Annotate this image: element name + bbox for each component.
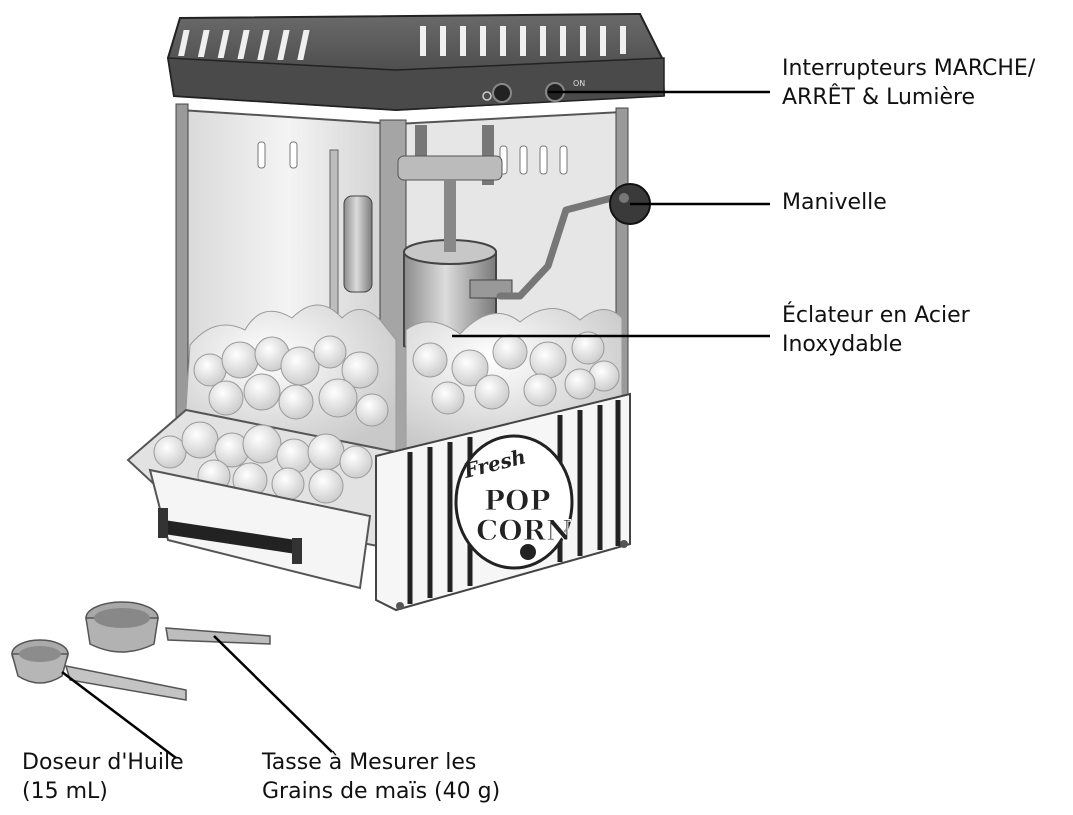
sign-corn-text: CORN	[476, 514, 572, 547]
machine-base: Fresh POP CORN	[375, 392, 631, 612]
machine-roof: ON	[166, 12, 666, 112]
kernel-cup-label-line1: Tasse à Mesurer les	[262, 750, 477, 775]
oil-scoop-label: Doseur d'Huile (15 mL)	[22, 748, 184, 806]
oil-scoop-label-line2: (15 mL)	[22, 779, 108, 804]
leader-lines	[61, 90, 770, 759]
roof-vents	[178, 26, 626, 60]
switches-label-line2: ARRÊT & Lumière	[782, 85, 976, 110]
kernel-measuring-cup	[85, 601, 271, 653]
kettle-label-line2: Inoxydable	[782, 332, 903, 357]
on-mark: ON	[573, 79, 585, 88]
power-switch	[482, 83, 512, 103]
sign-pop-text: POP	[484, 484, 551, 517]
switches-label-line1: Interrupteurs MARCHE/	[782, 56, 1036, 81]
kernel-cup-leader	[213, 635, 333, 753]
kernel-cup-label-line2: Grains de maïs (40 g)	[262, 779, 501, 804]
popcorn-sign: Fresh POP CORN	[454, 434, 574, 570]
kettle-label-line1: Éclateur en Acier	[782, 303, 970, 328]
oil-scoop-leader	[61, 671, 177, 759]
popcorn-tray	[126, 408, 398, 590]
crank-label-line1: Manivelle	[782, 190, 887, 215]
oil-measuring-scoop	[11, 639, 187, 701]
kettle-label: Éclateur en Acier Inoxydable	[782, 301, 970, 359]
switches-label: Interrupteurs MARCHE/ ARRÊT & Lumière	[782, 54, 1035, 112]
oil-scoop-label-line1: Doseur d'Huile	[22, 750, 184, 775]
crank-label: Manivelle	[782, 188, 887, 217]
popcorn-pile	[185, 304, 623, 453]
popcorn-kernel-icon	[520, 544, 536, 560]
kernel-cup-label: Tasse à Mesurer les Grains de maïs (40 g…	[262, 748, 500, 806]
